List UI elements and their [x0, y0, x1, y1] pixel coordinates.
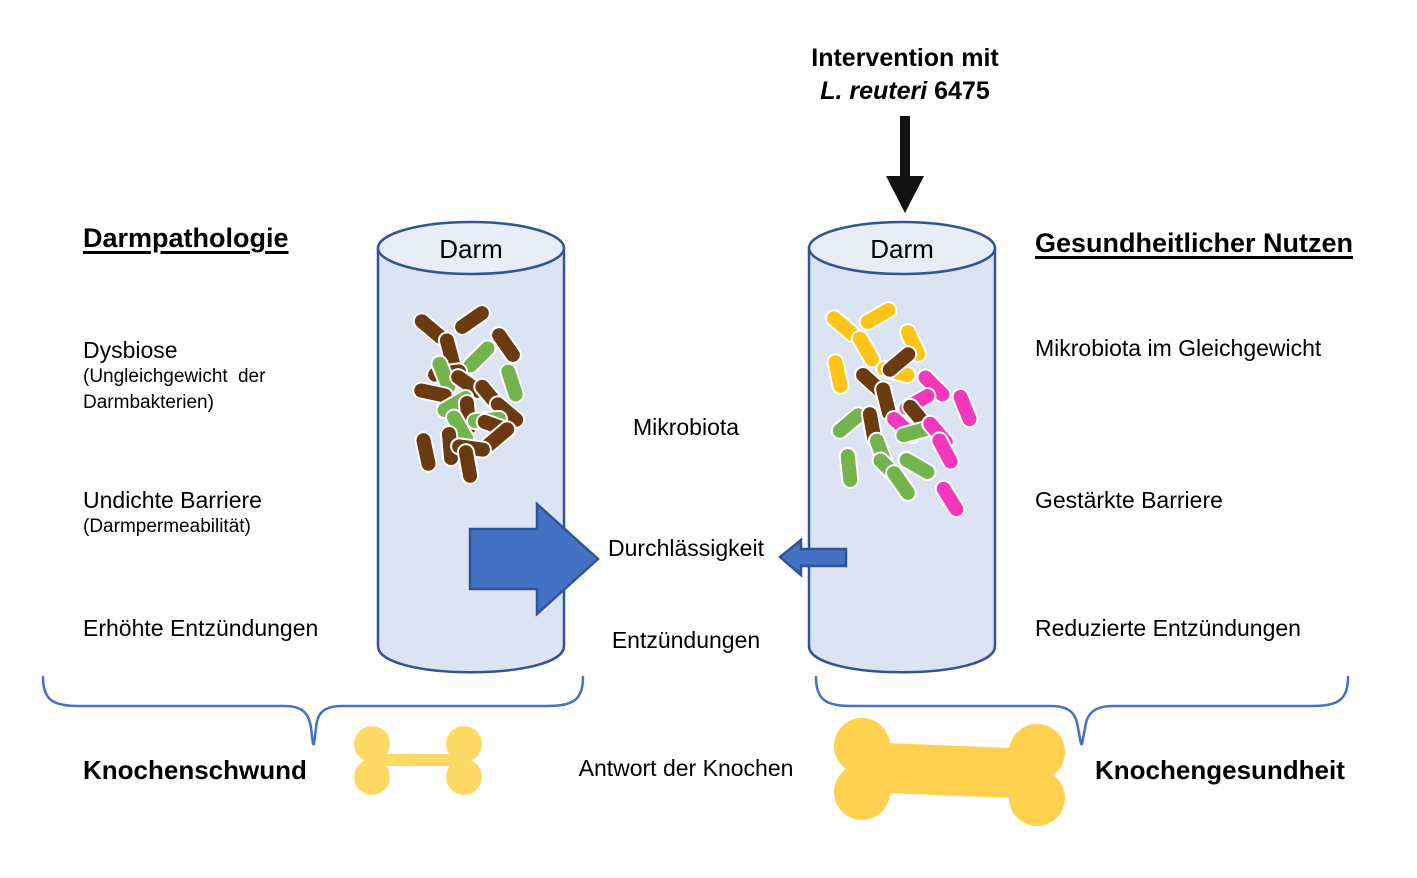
arrow-shaft [900, 116, 910, 180]
bone-loss-label: Knochenschwund [83, 755, 307, 785]
left-heading: Darmpathologie [83, 223, 289, 253]
leaky-barrier-subtitle: (Darmpermeabilität) [83, 516, 251, 537]
dysbiosis-block: Dysbiose (Ungleichgewicht der Darmbakter… [83, 336, 265, 416]
right-heading: Gesundheitlicher Nutzen [1035, 228, 1354, 258]
cylinder-top [807, 220, 997, 276]
balanced-microbiota-label: Mikrobiota im Gleichgewicht [1035, 335, 1322, 361]
yellow-bacterium-icon [824, 351, 852, 397]
cylinder-top [376, 220, 566, 276]
dysbiosis-title: Dysbiose [83, 337, 178, 363]
braces-layer [41, 675, 1350, 746]
right-cylinder-label: Darm [870, 234, 934, 264]
permeability-arrow-right-icon [468, 501, 600, 617]
microbiota-center-label: Mikrobiota [632, 414, 740, 440]
intervention-down-arrow-icon [886, 116, 924, 213]
bone-response-label: Antwort der Knochen [578, 755, 794, 781]
inflammation-center-label: Entzündungen [611, 627, 761, 653]
brown-bacterium-icon [412, 429, 440, 475]
arrow-head [886, 176, 924, 213]
right-cylinder-bacteria [806, 218, 998, 683]
intervention-line1: Intervention mit [811, 44, 999, 72]
dysbiosis-subtitle-line1: (Ungleichgewicht der [83, 366, 266, 387]
brown-bacterium-icon [449, 300, 495, 340]
dysbiosis-subtitle-line2: Darmbakterien) [83, 392, 214, 413]
left-cylinder-label: Darm [439, 234, 503, 264]
leaky-barrier-block: Undichte Barriere (Darmpermeabilität) [83, 486, 262, 540]
reduced-inflammation-label: Reduzierte Entzündungen [1035, 615, 1301, 641]
intervention-strain-number: 6475 [927, 77, 990, 105]
small-bone-icon [354, 726, 482, 795]
leaky-barrier-title: Undichte Barriere [83, 487, 262, 513]
arrow-shape [468, 501, 600, 617]
green-bacterium-icon [837, 446, 861, 490]
pink-bacterium-icon [948, 385, 982, 431]
permeability-center-label: Durchlässigkeit [608, 535, 764, 561]
bone-health-label: Knochengesundheit [1095, 755, 1345, 785]
intervention-line2: L. reuteri 6475 [811, 75, 999, 108]
large-bone-icon [834, 718, 1065, 826]
strengthened-barrier-label: Gestärkte Barriere [1035, 487, 1223, 513]
permeability-arrow-left-icon [778, 537, 848, 578]
left-brace-icon [41, 675, 585, 746]
pink-bacterium-icon [931, 476, 969, 522]
intervention-strain-name: L. reuteri [820, 77, 928, 105]
increased-inflammation-label: Erhöhte Entzündungen [83, 615, 319, 641]
right-brace-icon [814, 675, 1350, 746]
arrow-shape [778, 537, 848, 578]
intervention-title: Intervention mit L. reuteri 6475 [811, 42, 999, 108]
